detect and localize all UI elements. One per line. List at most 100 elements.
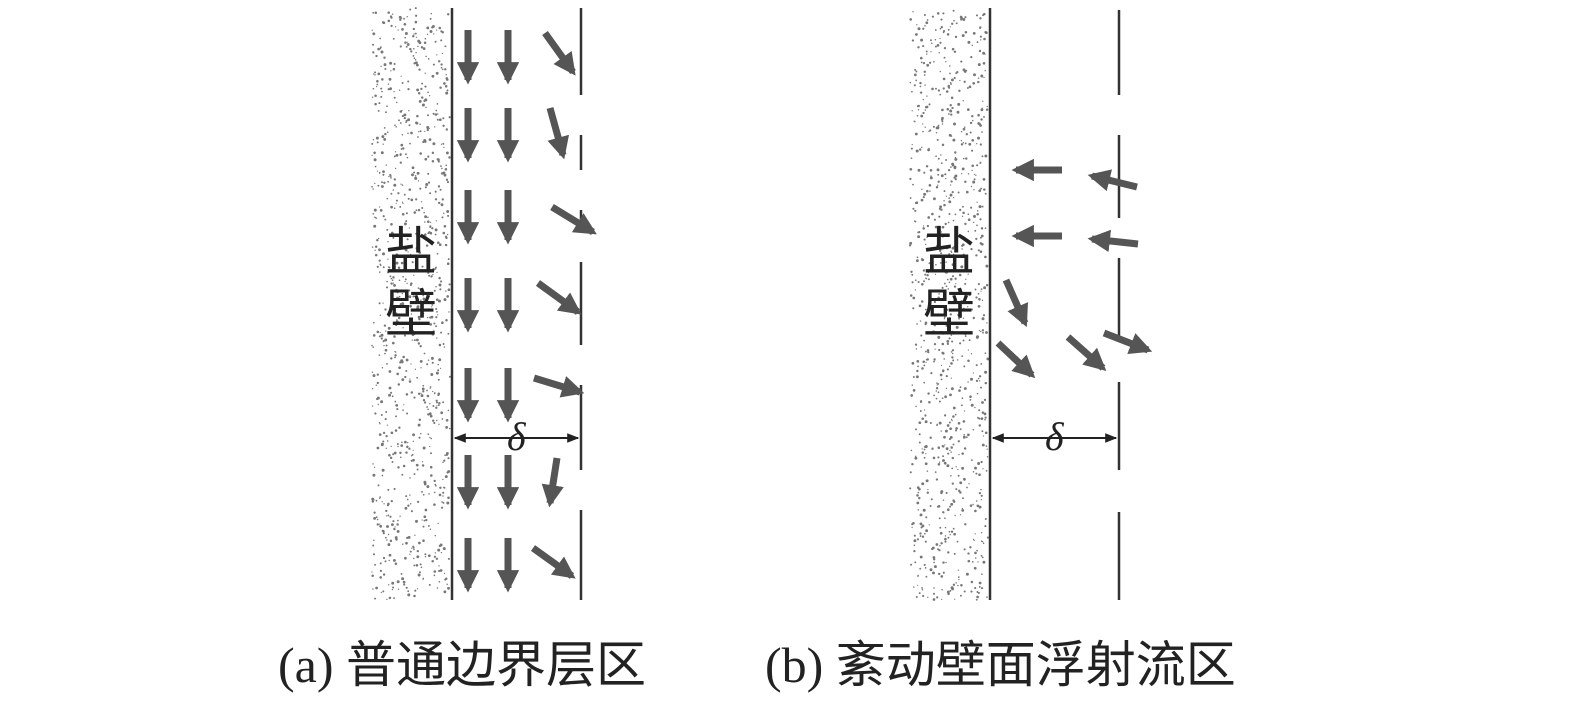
speckle-dot [412, 27, 415, 31]
speckle-dot [971, 561, 974, 563]
speckle-dot [923, 409, 926, 411]
speckle-dot [943, 203, 946, 207]
speckle-dot [422, 539, 425, 542]
speckle-dot [432, 405, 435, 407]
speckle-dot [438, 401, 441, 405]
speckle-dot [388, 77, 392, 81]
speckle-dot [981, 401, 984, 404]
speckle-dot [439, 569, 443, 572]
speckle-dot [916, 369, 919, 373]
speckle-dot [919, 410, 922, 412]
speckle-dot [980, 108, 984, 112]
speckle-dot [393, 283, 396, 287]
speckle-dot [438, 60, 441, 63]
speckle-dot [919, 567, 922, 570]
speckle-dot [925, 575, 928, 578]
speckle-dot [935, 87, 937, 90]
speckle-dot [431, 151, 435, 155]
speckle-dot [419, 345, 422, 348]
caption-a: (a) 普通边界层区 [278, 637, 646, 693]
speckle-dot [954, 413, 957, 416]
speckle-dot [910, 449, 913, 452]
speckle-dot [411, 547, 413, 549]
speckle-dot [404, 556, 407, 560]
speckle-dot [926, 358, 929, 361]
speckle-dot [951, 502, 953, 505]
speckle-dot [935, 397, 938, 400]
speckle-dot [919, 148, 922, 151]
speckle-dot [918, 592, 921, 595]
speckle-dot [400, 148, 403, 150]
speckle-dot [405, 358, 409, 362]
speckle-dot [967, 306, 969, 308]
speckle-dot [925, 479, 929, 483]
speckle-dot [978, 581, 982, 585]
speckle-dot [422, 525, 425, 528]
speckle-dot [953, 19, 955, 22]
speckle-dot [980, 187, 983, 190]
speckle-dot [930, 372, 933, 375]
speckle-dot [422, 384, 425, 387]
speckle-dot [406, 41, 408, 43]
speckle-dot [435, 307, 438, 311]
speckle-dot [983, 37, 986, 41]
speckle-dot [437, 378, 440, 381]
speckle-dot [980, 288, 983, 291]
speckle-dot [982, 560, 986, 564]
speckle-dot [395, 153, 399, 157]
speckle-dot [371, 142, 374, 145]
speckle-dot [947, 551, 950, 554]
speckle-dot [929, 129, 932, 132]
speckle-dot [407, 535, 411, 539]
speckle-dot [914, 209, 917, 212]
speckle-dot [910, 147, 913, 150]
speckle-dot [942, 571, 945, 574]
speckle-dot [940, 378, 943, 381]
speckle-dot [952, 443, 955, 446]
speckle-dot [914, 456, 918, 460]
speckle-dot [911, 144, 913, 146]
speckle-dot [422, 446, 426, 450]
speckle-dot [932, 197, 936, 201]
speckle-dot [981, 329, 985, 332]
speckle-dot [941, 120, 944, 123]
speckle-dot [979, 17, 982, 20]
speckle-dot [957, 489, 961, 493]
speckle-dot [434, 198, 438, 201]
speckle-dot [915, 428, 917, 431]
speckle-dot [429, 403, 431, 405]
speckle-dot [980, 540, 983, 542]
speckle-dot [964, 222, 967, 226]
speckle-dot [425, 183, 429, 186]
speckle-dot [386, 105, 388, 108]
speckle-dot [448, 427, 451, 430]
speckle-dot [960, 60, 963, 63]
speckle-dot [918, 230, 921, 234]
speckle-dot [444, 85, 448, 88]
speckle-dot [403, 246, 407, 250]
speckle-dot [398, 119, 400, 122]
speckle-dot [967, 381, 969, 383]
speckle-dot [407, 80, 410, 83]
speckle-dot [416, 306, 419, 310]
speckle-dot [387, 271, 390, 274]
speckle-dot [954, 156, 957, 159]
speckle-dot [958, 317, 960, 320]
speckle-dot [981, 573, 983, 575]
speckle-dot [418, 251, 422, 254]
speckle-dot [420, 201, 423, 203]
speckle-dot [932, 598, 936, 601]
panel-b: δ [908, 8, 1153, 601]
speckle-dot [374, 102, 377, 106]
speckle-dot [406, 156, 409, 159]
speckle-dot [374, 245, 378, 249]
speckle-dot [398, 426, 401, 429]
speckle-dot [915, 33, 918, 36]
speckle-dot [409, 378, 411, 380]
speckle-dot [407, 504, 410, 507]
speckle-dot [943, 316, 946, 319]
speckle-dot [378, 259, 381, 262]
speckle-dot [392, 282, 395, 284]
speckle-dot [951, 162, 954, 166]
speckle-dot [909, 197, 912, 199]
